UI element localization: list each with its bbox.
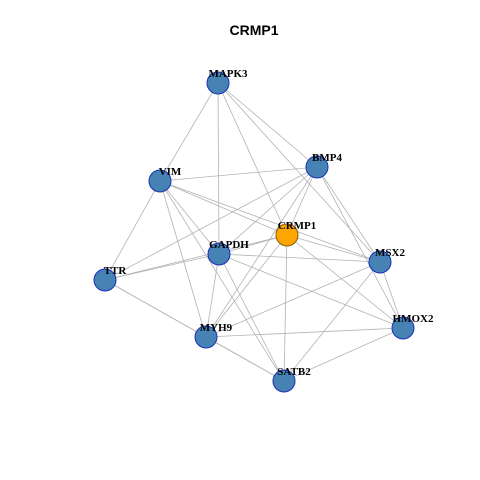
node-label-crmp1: CRMP1 [278,220,317,232]
node-mapk3 [206,71,230,95]
diagram-title: CRMP1 [229,22,278,38]
edge-msx2-hmox2 [379,261,404,329]
node-hmox2 [391,316,415,340]
edge-gapdh-hmox2 [218,253,404,329]
nodes-layer [93,71,415,393]
edge-bmp4-myh9 [205,166,318,338]
node-label-myh9: MYH9 [200,322,233,334]
node-label-msx2: MSX2 [375,247,405,259]
node-bmp4 [305,155,329,179]
edge-msx2-myh9 [205,261,381,338]
edge-bmp4-gapdh [218,166,318,255]
edge-gapdh-myh9 [205,253,220,338]
edge-mapk3-crmp1 [217,82,288,236]
edge-vim-gapdh [159,180,220,255]
edge-vim-msx2 [159,180,381,263]
node-label-bmp4: BMP4 [312,152,342,164]
node-msx2 [368,250,392,274]
edge-bmp4-msx2 [316,166,381,263]
edge-gapdh-ttr [104,253,220,281]
node-label-hmox2: HMOX2 [393,313,434,325]
edge-vim-ttr [104,180,161,281]
edge-vim-myh9 [159,180,207,338]
node-crmp1 [275,223,299,247]
edge-crmp1-myh9 [205,234,288,338]
edge-mapk3-vim [159,82,219,182]
edge-myh9-satb2 [205,336,285,382]
edge-crmp1-hmox2 [286,234,404,329]
edge-mapk3-gapdh [217,82,220,255]
edge-hmox2-satb2 [283,327,404,382]
node-label-vim: VIM [159,166,182,178]
node-myh9 [194,325,218,349]
edge-bmp4-vim [159,166,318,182]
edge-crmp1-ttr [104,234,288,281]
node-label-gapdh: GAPDH [209,239,249,251]
edge-vim-satb2 [159,180,285,382]
edge-bmp4-ttr [104,166,318,281]
node-gapdh [207,242,231,266]
node-vim [148,169,172,193]
edge-bmp4-crmp1 [286,166,318,236]
edge-bmp4-hmox2 [316,166,404,329]
node-satb2 [272,369,296,393]
edge-msx2-satb2 [283,261,381,382]
node-label-mapk3: MAPK3 [208,68,248,80]
edge-crmp1-msx2 [286,234,381,263]
edge-vim-crmp1 [159,180,288,236]
node-ttr [93,268,117,292]
node-label-ttr: TTR [104,265,128,277]
edge-mapk3-bmp4 [217,82,318,168]
edge-mapk3-msx2 [217,82,381,263]
node-label-satb2: SATB2 [277,366,311,378]
edges-layer [104,82,404,382]
edge-gapdh-msx2 [218,253,381,263]
edge-myh9-hmox2 [205,327,404,338]
edge-crmp1-satb2 [283,234,288,382]
